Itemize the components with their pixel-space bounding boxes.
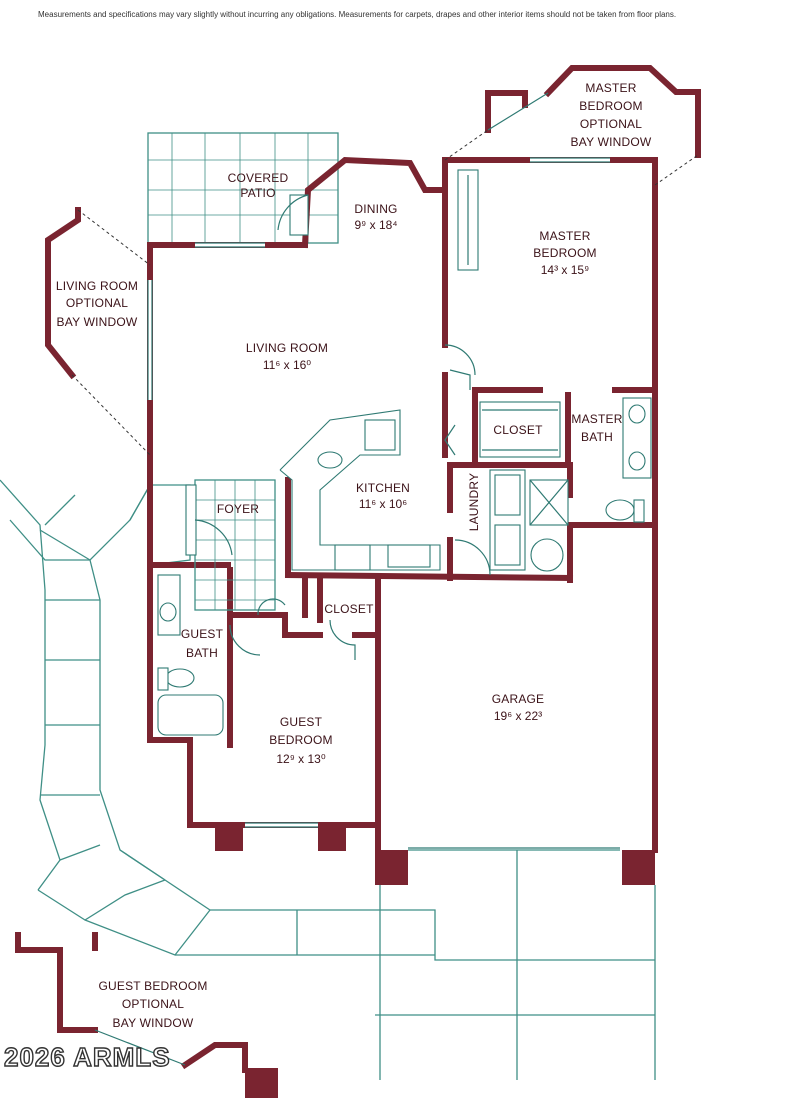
guest-bath-label-2: BATH xyxy=(186,646,218,660)
garage-label: GARAGE xyxy=(492,692,545,706)
garage-dimensions: 19⁶ x 22³ xyxy=(494,709,542,723)
guest-bath-label-1: GUEST xyxy=(181,627,224,641)
covered-patio-label-1: COVERED xyxy=(228,171,289,185)
guest-bay-window-note: GUEST BEDROOM OPTIONAL BAY WINDOW xyxy=(98,979,207,1030)
living-bay-line-2: OPTIONAL xyxy=(66,296,128,310)
disclaimer-text: Measurements and specifications may vary… xyxy=(38,10,676,19)
bay-window-master xyxy=(444,65,701,186)
guest-bedroom-label-2: BEDROOM xyxy=(269,733,332,747)
bay-window-guest xyxy=(15,932,248,1073)
dining-dimensions: 9⁹ x 18⁴ xyxy=(355,218,398,232)
room-guest-closet: CLOSET xyxy=(324,602,374,616)
guest-bedroom-label-1: GUEST xyxy=(280,715,323,729)
master-bath-label-2: BATH xyxy=(581,430,613,444)
master-bedroom-label-1: MASTER xyxy=(539,229,590,243)
covered-patio-label-2: PATIO xyxy=(240,186,275,200)
guest-closet-label: CLOSET xyxy=(324,602,374,616)
room-garage: GARAGE 19⁶ x 22³ xyxy=(492,692,545,723)
room-master-bedroom: MASTER BEDROOM 14³ x 15⁹ xyxy=(533,229,596,277)
windows xyxy=(147,157,620,849)
room-master-bath: MASTER BATH xyxy=(571,412,622,444)
master-bay-window-note: MASTER BEDROOM OPTIONAL BAY WINDOW xyxy=(571,81,652,149)
bay-window-living xyxy=(45,207,151,456)
master-bedroom-label-2: BEDROOM xyxy=(533,246,596,260)
walkway xyxy=(0,479,211,956)
master-bay-line-2: BEDROOM xyxy=(579,99,642,113)
room-foyer: FOYER xyxy=(217,502,259,516)
wall-piers xyxy=(215,825,655,1098)
guest-bay-line-2: OPTIONAL xyxy=(122,997,184,1011)
laundry-label: LAUNDRY xyxy=(467,473,481,532)
room-guest-bedroom: GUEST BEDROOM 12⁹ x 13⁰ xyxy=(269,715,332,766)
guest-bay-line-1: GUEST BEDROOM xyxy=(98,979,207,993)
living-room-label: LIVING ROOM xyxy=(246,341,328,355)
living-bay-window-note: LIVING ROOM OPTIONAL BAY WINDOW xyxy=(56,279,138,329)
living-room-dimensions: 11⁶ x 16⁰ xyxy=(263,358,311,372)
guest-bedroom-dimensions: 12⁹ x 13⁰ xyxy=(276,752,326,766)
dining-label: DINING xyxy=(354,202,397,216)
room-guest-bath: GUEST BATH xyxy=(181,627,224,660)
master-bay-line-4: BAY WINDOW xyxy=(571,135,652,149)
guest-bay-line-3: BAY WINDOW xyxy=(113,1016,194,1030)
room-dining: DINING 9⁹ x 18⁴ xyxy=(354,202,397,232)
master-bedroom-dimensions: 14³ x 15⁹ xyxy=(541,263,590,277)
master-bay-line-3: OPTIONAL xyxy=(580,117,642,131)
room-master-closet: CLOSET xyxy=(493,423,543,437)
master-bath-label-1: MASTER xyxy=(571,412,622,426)
driveway xyxy=(175,849,656,1080)
fixtures xyxy=(157,169,652,736)
room-kitchen: KITCHEN 11⁶ x 10⁶ xyxy=(356,481,410,511)
armls-watermark: 2026 ARMLS xyxy=(4,1042,171,1072)
kitchen-dimensions: 11⁶ x 10⁶ xyxy=(359,497,407,511)
living-bay-line-3: BAY WINDOW xyxy=(57,315,138,329)
master-bay-line-1: MASTER xyxy=(585,81,636,95)
room-living-room: LIVING ROOM 11⁶ x 16⁰ xyxy=(246,341,328,372)
living-bay-line-1: LIVING ROOM xyxy=(56,279,138,293)
room-covered-patio: COVERED PATIO xyxy=(228,171,289,200)
foyer-label: FOYER xyxy=(217,502,259,516)
kitchen-label: KITCHEN xyxy=(356,481,410,495)
master-closet-label: CLOSET xyxy=(493,423,543,437)
room-laundry: LAUNDRY xyxy=(467,473,481,532)
